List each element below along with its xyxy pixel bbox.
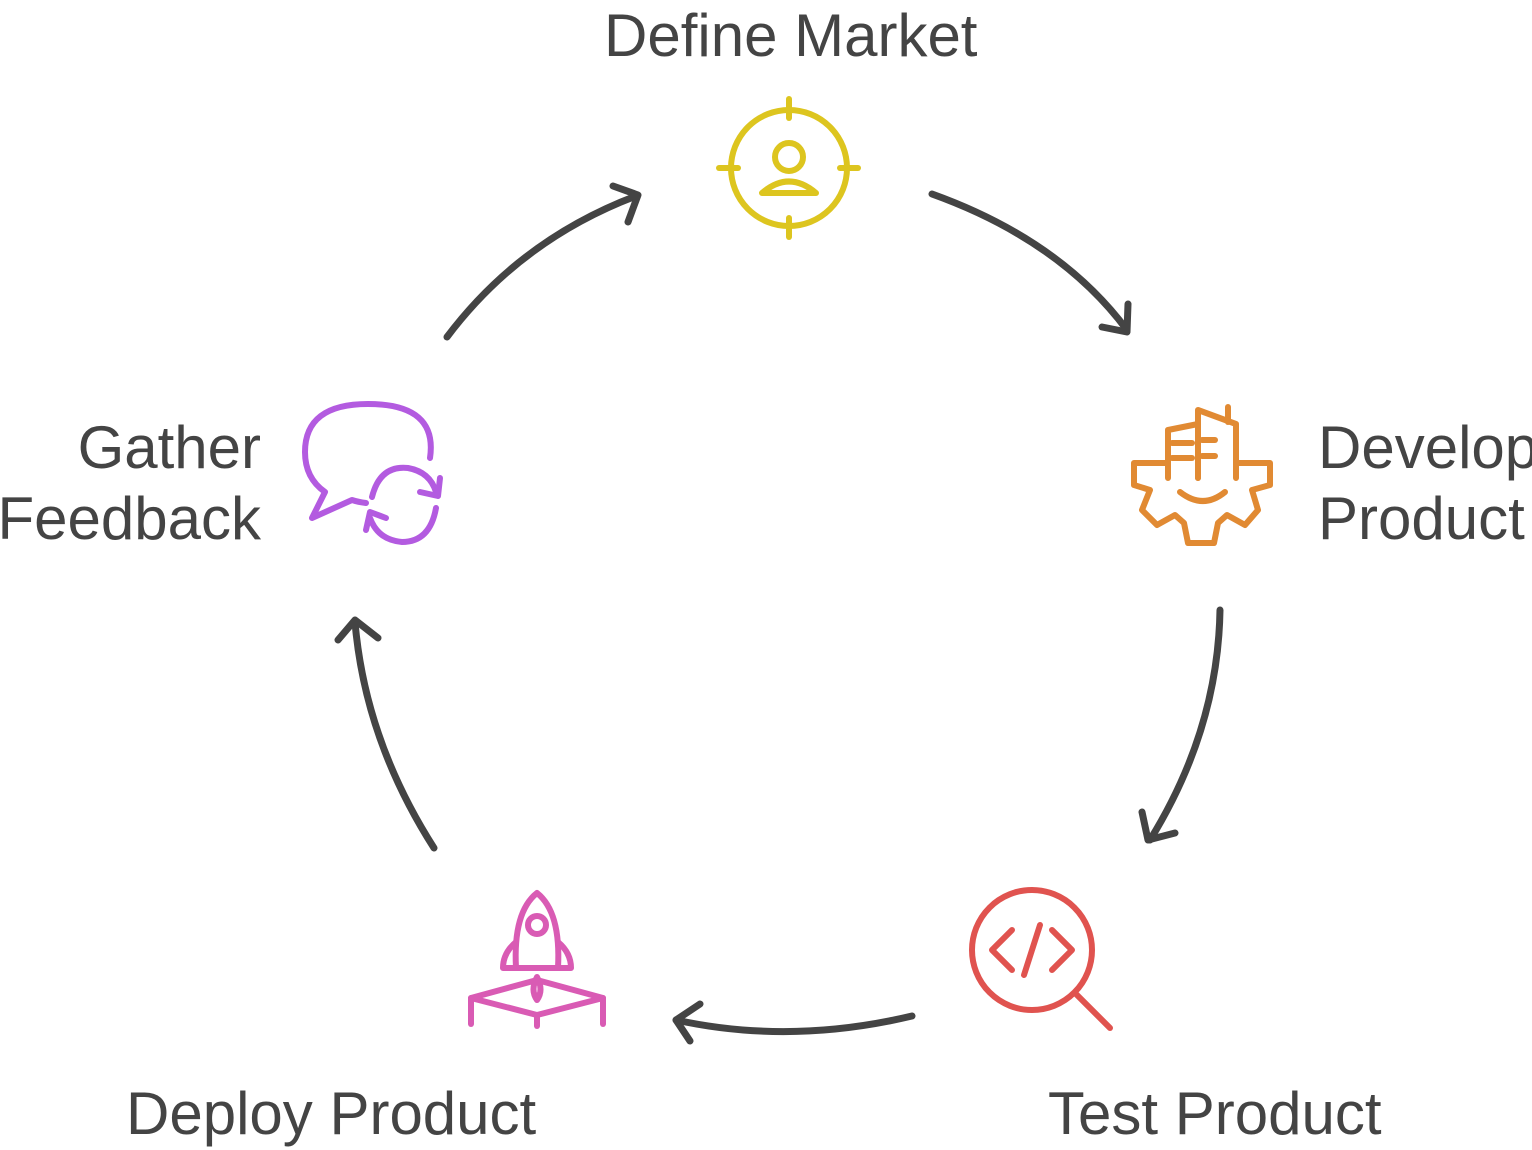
feedback-chat-icon [302,401,443,545]
arrow-develop-to-test [1138,606,1224,844]
step-label-gather-feedback: Gather Feedback [0,412,261,554]
label-line: Feedback [0,485,261,552]
arrow-define-to-develop [928,190,1132,336]
step-label-deploy-product: Deploy Product [126,1078,536,1149]
arrow-feedback-to-define [443,182,642,341]
label-line: Gather [77,414,261,481]
label-line: Deploy Product [126,1080,537,1147]
step-label-develop-product: Develop Product [1318,412,1532,554]
step-label-define-market: Define Market [604,0,977,71]
target-user-icon [716,96,861,240]
label-line: Product [1318,485,1525,552]
rocket-launch-icon [468,890,606,1029]
cycle-arrows [334,182,1224,1045]
code-search-icon [969,887,1113,1031]
label-line: Develop [1318,414,1532,481]
arrow-test-to-deploy [672,1000,916,1045]
label-line: Test Product [1048,1080,1382,1147]
step-label-test-product: Test Product [1048,1078,1382,1149]
gear-building-icon [1131,404,1273,546]
label-line: Define Market [604,2,978,69]
arrow-deploy-to-feedback [334,616,438,852]
